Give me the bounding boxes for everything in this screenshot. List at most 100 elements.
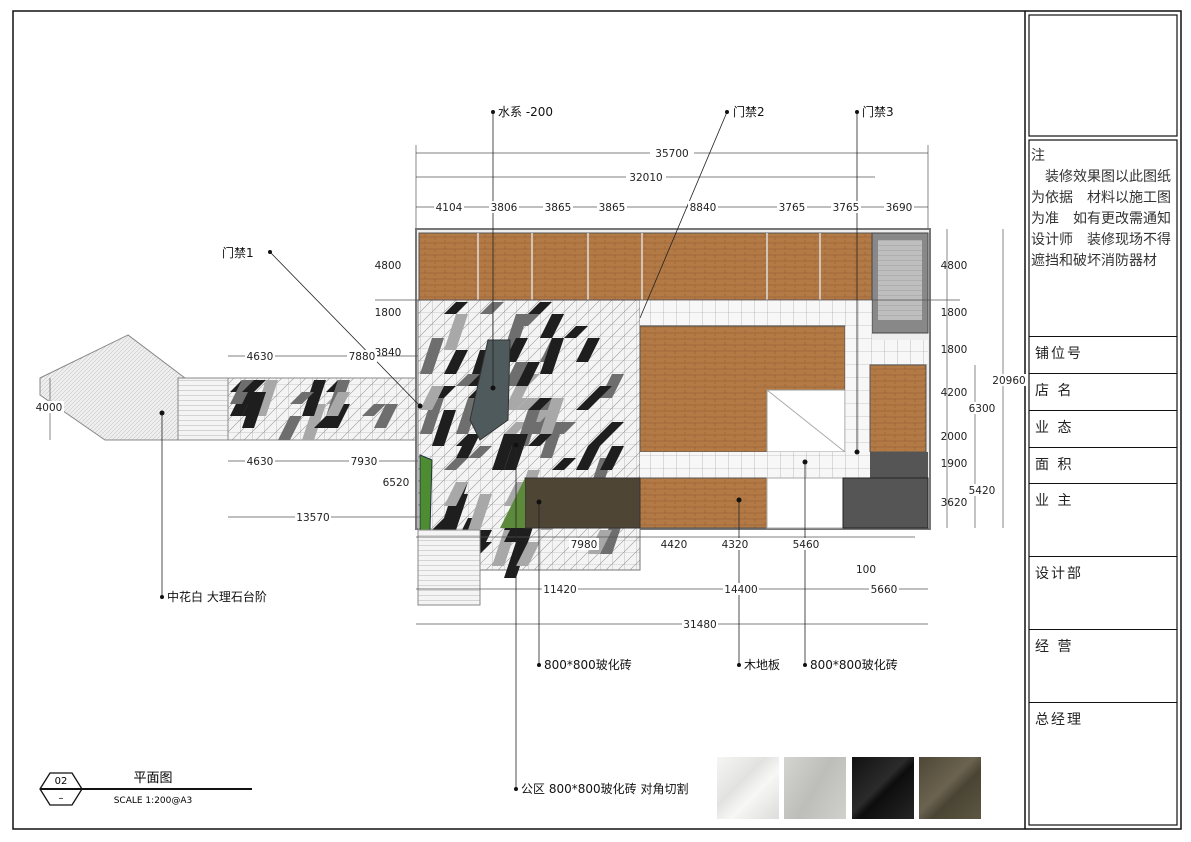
dim-text: 14400 (724, 584, 757, 596)
floor-tile-accent (278, 416, 302, 440)
drawing-scale: SCALE 1:200@A3 (114, 796, 193, 806)
dim-text: 4800 (941, 260, 968, 272)
floor-tile-accent (588, 434, 612, 446)
floor-tile-accent (480, 302, 504, 314)
field-shop-name: 店 名 (1029, 373, 1177, 410)
floor-tile-accent (290, 392, 314, 404)
dim-text: 7880 (349, 351, 376, 363)
dim-text: 35700 (655, 148, 688, 160)
swatch-brown-marble (919, 757, 981, 819)
callout-marble-steps: 中花白 大理石台阶 (167, 589, 267, 604)
dim-text: 11420 (543, 584, 576, 596)
field-business-type: 业 态 (1029, 410, 1177, 447)
restrooms (842, 477, 929, 529)
dim-text: 6520 (383, 477, 410, 489)
dim-text: 4104 (436, 202, 463, 214)
dim-text: 4420 (661, 539, 688, 551)
main-building (415, 228, 931, 606)
floor-tile-accent (456, 434, 480, 458)
floor-tile-accent (468, 494, 492, 530)
floor-tile-accent (540, 314, 564, 338)
leader-lines (161, 111, 858, 789)
callout-tile-b: 800*800玻化砖 (810, 657, 898, 672)
floor-tile-accent (576, 398, 600, 410)
floor-tile-accent (302, 380, 326, 416)
field-operations: 经 营 (1029, 629, 1177, 702)
swatch-black-marble (852, 757, 914, 819)
drawing-title-mark: 02 – 平面图 SCALE 1:200@A3 (39, 771, 252, 806)
dim-text: 7930 (351, 456, 378, 468)
dim-text: 3620 (941, 497, 968, 509)
floor-tile-accent (528, 434, 552, 446)
floor-tile-accent (432, 410, 456, 446)
callout-water-feature: 水系 -200 (498, 105, 553, 119)
dim-text: 4000 (36, 402, 63, 414)
floor-tile-accent (552, 422, 576, 434)
dim-text: 3865 (545, 202, 572, 214)
dim-text: 3806 (491, 202, 518, 214)
callout-door-3: 门禁3 (862, 104, 894, 119)
field-owner: 业 主 (1029, 483, 1177, 556)
floor-tile-accent (444, 458, 468, 470)
callout-door-2: 门禁2 (733, 104, 765, 119)
dim-text: 3865 (599, 202, 626, 214)
dim-text: 4200 (941, 387, 968, 399)
floor-tile-accent (516, 398, 540, 410)
dim-text: 100 (856, 564, 876, 576)
dim-text: 20960 (992, 375, 1025, 387)
floor-tile-accent (528, 302, 552, 314)
logo-box (1028, 14, 1178, 137)
drawing-number: 02 (55, 776, 68, 787)
dim-text: 6300 (969, 403, 996, 415)
dim-text: 3765 (779, 202, 806, 214)
floor-tile-accent (516, 362, 540, 386)
floor-tile-accent (504, 422, 528, 434)
floor-tile-accent (302, 404, 326, 440)
floor-tile-accent (540, 398, 564, 434)
dim-text: 31480 (683, 619, 716, 631)
floor-tile-accent (242, 392, 266, 428)
floor-tile-accent (540, 338, 564, 374)
swatch-white-marble (717, 757, 779, 819)
notes-body: 装修效果图以此图纸为依据 材料以施工图为准 如有更改需通知设计师 装修现场不得遮… (1031, 169, 1171, 269)
drawing-sub-number: – (59, 793, 64, 804)
floor-tile-accent (374, 404, 398, 428)
floor-tile-accent (242, 380, 266, 392)
dim-text: 1900 (941, 458, 968, 470)
water-feature (469, 339, 511, 441)
field-design-dept: 设计部 (1029, 556, 1177, 629)
floor-tile-accent (314, 416, 338, 428)
floor-tile-accent (600, 422, 624, 434)
dim-text: 7980 (571, 539, 598, 551)
dim-text: 4800 (375, 260, 402, 272)
floor-tile-accent (444, 314, 468, 350)
floor-tile-accent (576, 446, 600, 470)
callout-door-1: 门禁1 (222, 245, 254, 260)
field-area: 面 积 (1029, 447, 1177, 483)
dim-text: 3765 (833, 202, 860, 214)
dim-text: 5660 (871, 584, 898, 596)
dim-text: 3840 (375, 347, 402, 359)
dim-text: 2000 (941, 431, 968, 443)
dim-text: 5460 (793, 539, 820, 551)
callout-wood-floor: 木地板 (744, 658, 780, 672)
floor-tile-accent (456, 374, 480, 386)
notes-heading: 注 (1031, 148, 1045, 164)
floor-tile-accent (504, 386, 528, 410)
callout-tile-a: 800*800玻化砖 (544, 657, 632, 672)
floor-tile-accent (564, 326, 588, 338)
dim-text: 1800 (375, 307, 402, 319)
floor-tile-accent (362, 404, 386, 416)
floor-tile-accent (600, 446, 624, 470)
right-dimensions: 4800 1800 1800 4200 6300 20960 2000 1900… (941, 260, 1026, 509)
floor-tile-accent (468, 446, 492, 458)
dim-text: 1800 (941, 344, 968, 356)
floor-tile-accent (528, 398, 552, 410)
floor-tile-accent (444, 350, 468, 374)
field-shop-number: 铺位号 (1029, 336, 1177, 373)
dim-text: 1800 (941, 307, 968, 319)
floor-tile-accent (504, 362, 528, 386)
bottom-dimensions: 7980 4420 4320 5460 100 11420 14400 5660… (542, 538, 899, 631)
